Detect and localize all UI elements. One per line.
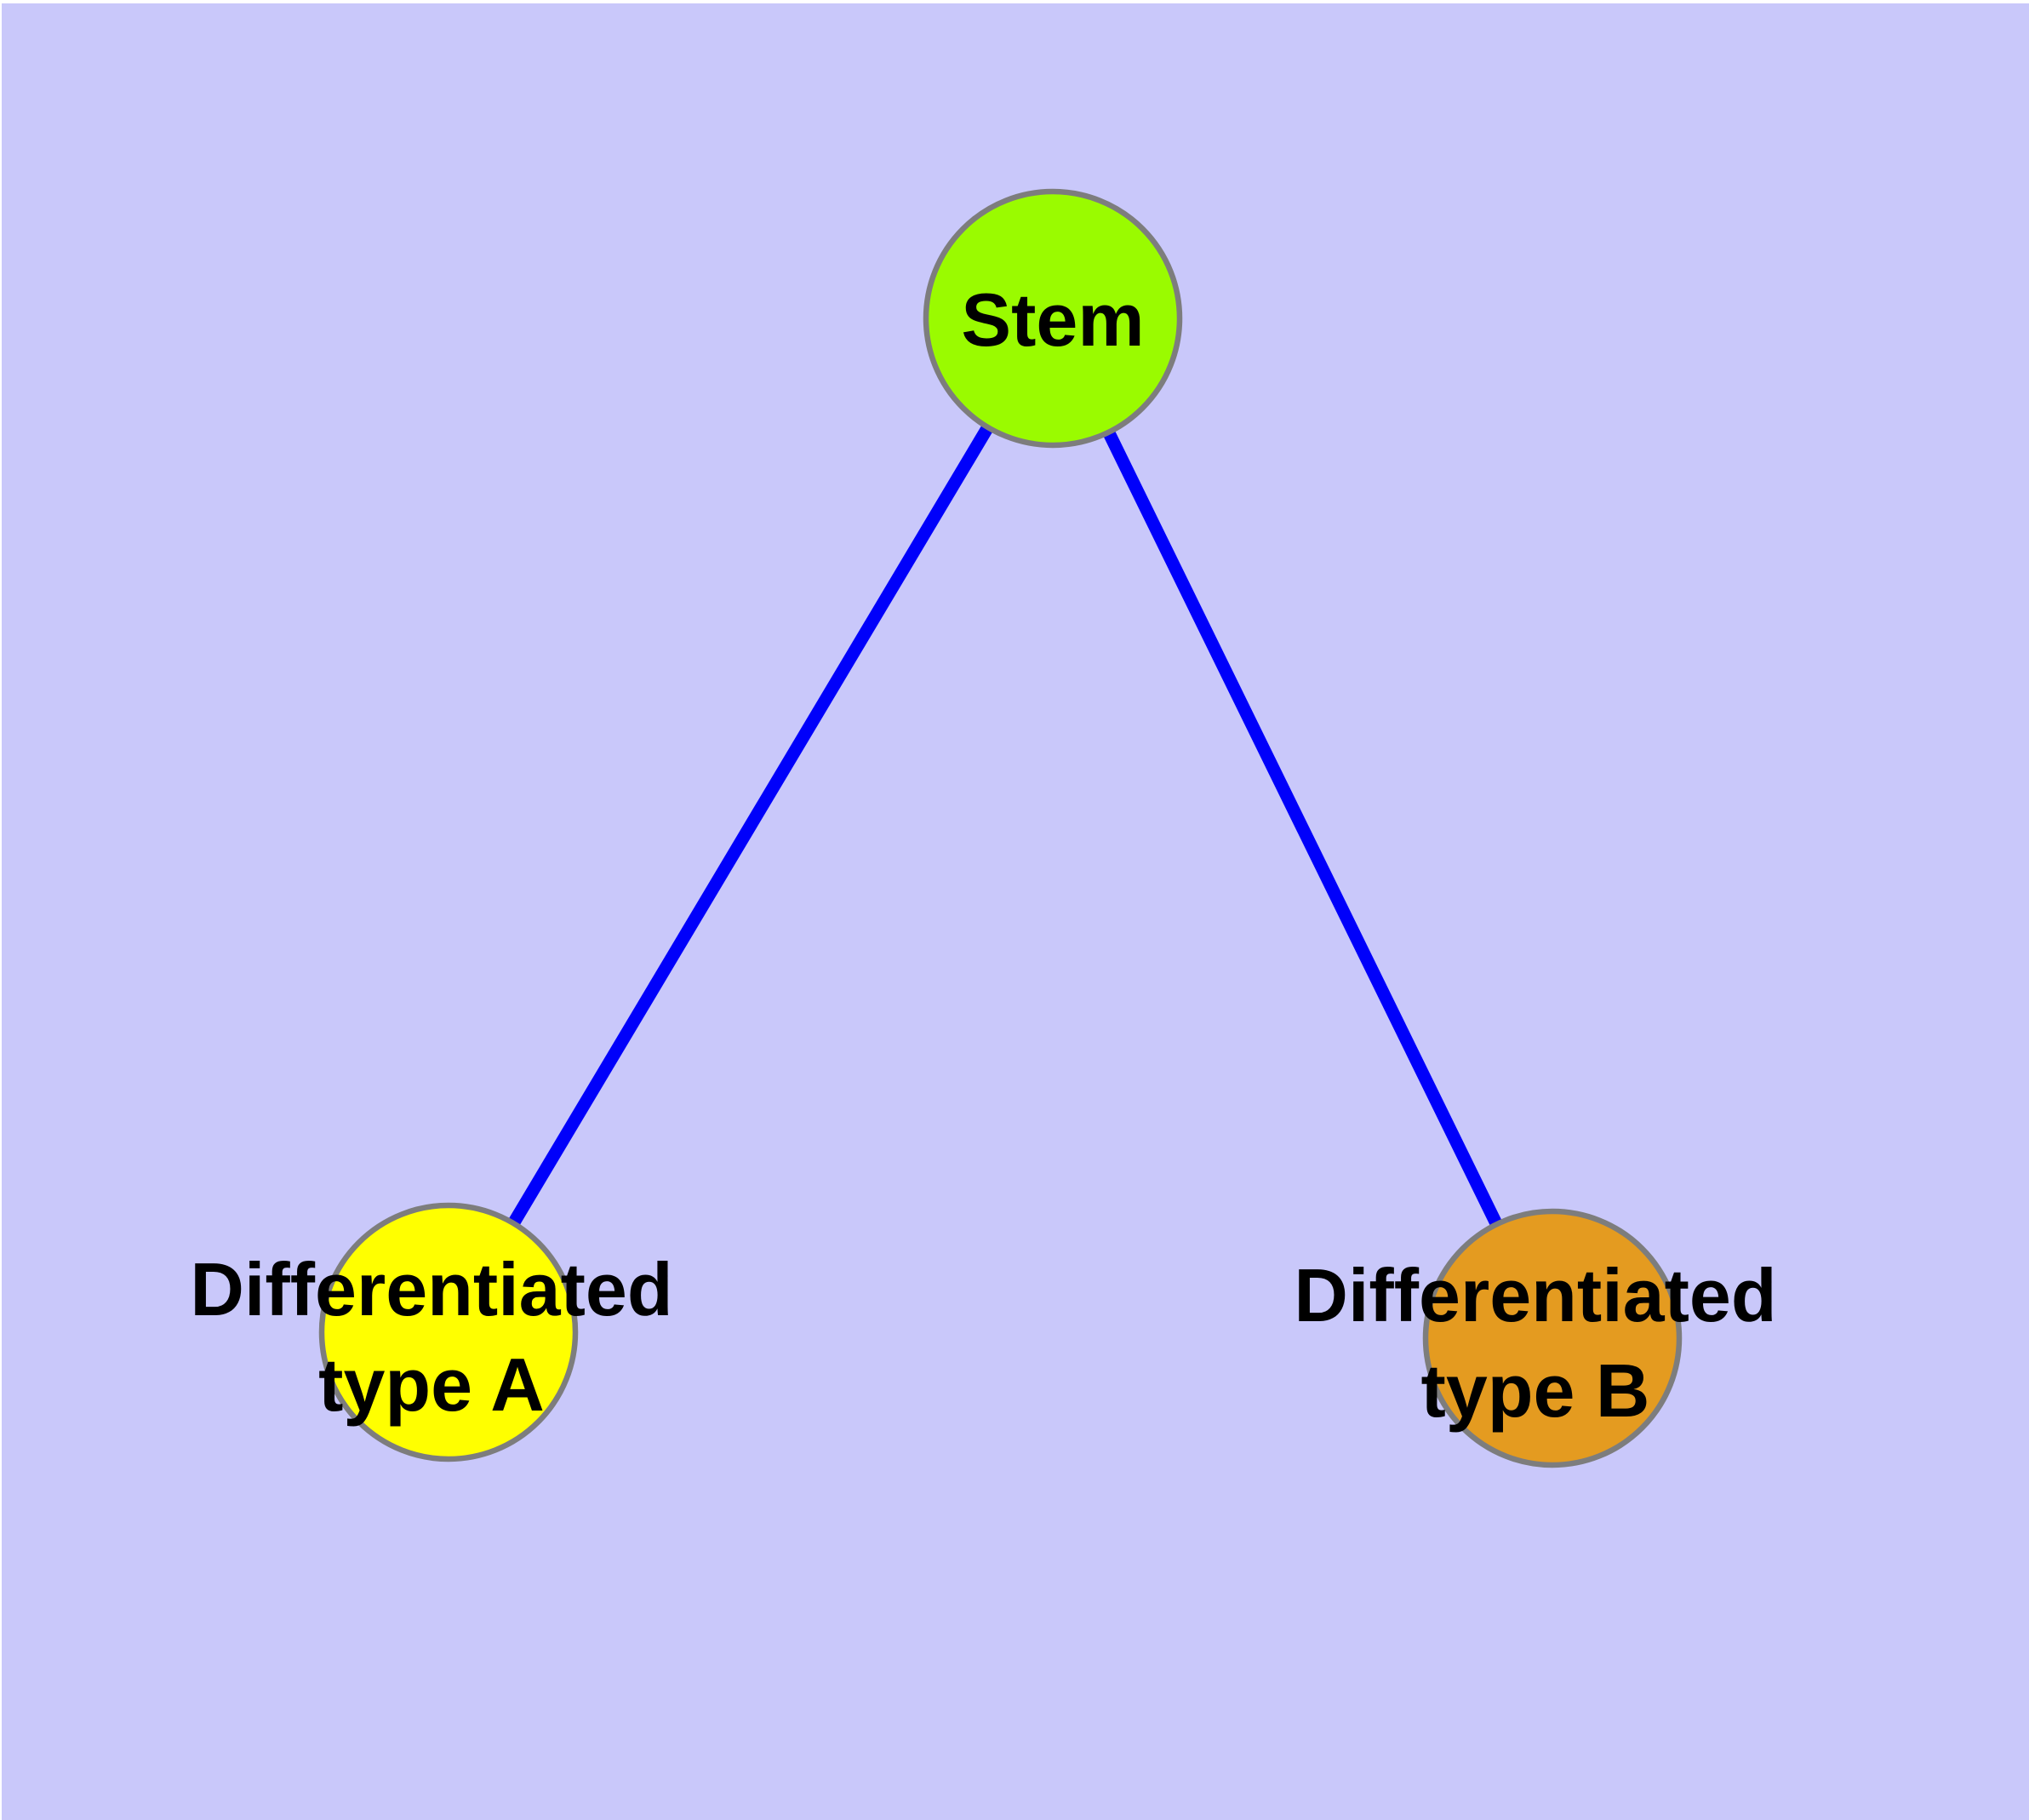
- node-type-b-label-line2: type B: [1420, 1348, 1650, 1433]
- node-group: [318, 188, 1683, 1468]
- node-type-a-label-line1: Differentiated: [190, 1247, 673, 1331]
- node-stem-label: Stem: [961, 278, 1145, 362]
- node-type-a-label-line2: type A: [318, 1342, 545, 1427]
- edge-stem-to-type-a: [443, 315, 1059, 1336]
- edge-stem-to-type-b: [1047, 315, 1558, 1342]
- node-differentiated-type-a: [318, 1202, 579, 1462]
- node-type-b-label: Differentiated type B: [1294, 1248, 1776, 1439]
- node-differentiated-type-b: [1422, 1208, 1683, 1468]
- edge-group: [443, 315, 1558, 1342]
- node-stem: [923, 188, 1183, 449]
- node-type-a-label: Differentiated type A: [190, 1242, 672, 1433]
- node-type-b-label-line1: Differentiated: [1294, 1253, 1777, 1337]
